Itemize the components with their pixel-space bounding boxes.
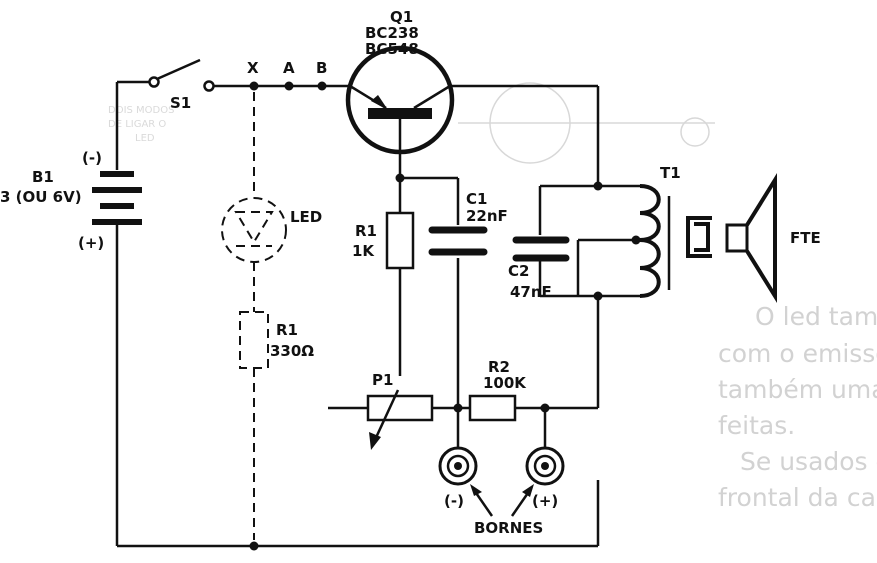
- switch-label: S1: [170, 94, 191, 112]
- led-branch: LED R1 330Ω: [221, 92, 322, 540]
- bleed-small-3: LED: [135, 133, 155, 144]
- c2-value: 47nF: [510, 283, 552, 301]
- led-resistor-ref: R1: [276, 321, 298, 339]
- switch-s1: S1: [148, 58, 215, 112]
- bleed-small-1: DOIS MODOS: [108, 105, 174, 116]
- speaker-fte: FTE: [686, 173, 821, 303]
- transistor-q1: Q1 BC238 BC548: [345, 8, 455, 155]
- test-point-b-label: B: [316, 59, 327, 77]
- c2-ref: C2: [508, 262, 529, 280]
- battery-b1: (-) B1 3 (OU 6V) (+): [0, 149, 142, 252]
- wires: [115, 80, 640, 548]
- terminals: (-) (+) BORNES: [438, 446, 565, 537]
- terminal-plus-label: (+): [532, 492, 558, 510]
- speaker-label: FTE: [790, 229, 821, 247]
- terminal-plus: [525, 446, 565, 486]
- battery-value-label: 3 (OU 6V): [0, 188, 82, 206]
- bleed-small-2: DE LIGAR O: [108, 119, 166, 130]
- transistor-part-1: BC238: [365, 24, 419, 42]
- bleed-line-4: feitas.: [718, 411, 795, 440]
- r2-value: 100K: [483, 374, 527, 392]
- c1-value: 22nF: [466, 207, 508, 225]
- r1-value: 1K: [352, 242, 375, 260]
- terminal-minus: [438, 446, 478, 486]
- battery-ref-label: B1: [32, 168, 54, 186]
- terminals-label: BORNES: [474, 519, 543, 537]
- led-body: [221, 197, 287, 263]
- potentiometer-p1: P1: [366, 371, 434, 450]
- bleed-line-1: O led também pode ser ligado em séri: [755, 302, 877, 331]
- r2-ref: R2: [488, 358, 510, 376]
- battery-minus-label: (-): [82, 149, 102, 167]
- terminal-minus-label: (-): [444, 492, 464, 510]
- pot-label: P1: [372, 371, 393, 389]
- transformer-label: T1: [660, 164, 681, 182]
- test-point-a-label: A: [283, 59, 295, 77]
- bleed-line-2: com o emissor do transistor, fornecend: [718, 339, 877, 368]
- bleed-line-6: frontal da caixa.: [718, 483, 877, 512]
- c1-ref: C1: [466, 190, 487, 208]
- transistor-part-2: BC548: [365, 40, 419, 58]
- led-label: LED: [290, 208, 322, 226]
- junctions: [249, 81, 641, 551]
- capacitor-c1: C1 22nF: [428, 190, 508, 256]
- bleed-terminal: [680, 117, 710, 147]
- bleed-line-5: Se usados dois leds ficarão na part: [740, 447, 877, 476]
- resistor-r1: R1 1K: [352, 211, 415, 270]
- transformer-t1: T1: [639, 164, 681, 298]
- bleed-through: O led também pode ser ligado em séri com…: [108, 82, 877, 512]
- test-point-x-label: X: [247, 59, 259, 77]
- led-resistor-body: [239, 311, 269, 369]
- led-resistor-value: 330Ω: [270, 342, 314, 360]
- battery-plus-label: (+): [78, 234, 104, 252]
- bleed-line-3: também uma indicação visual das prova: [718, 375, 877, 404]
- transistor-ref: Q1: [390, 8, 413, 26]
- resistor-r2: R2 100K: [468, 358, 527, 422]
- capacitor-c2: C2 47nF: [508, 236, 570, 301]
- r1-ref: R1: [355, 222, 377, 240]
